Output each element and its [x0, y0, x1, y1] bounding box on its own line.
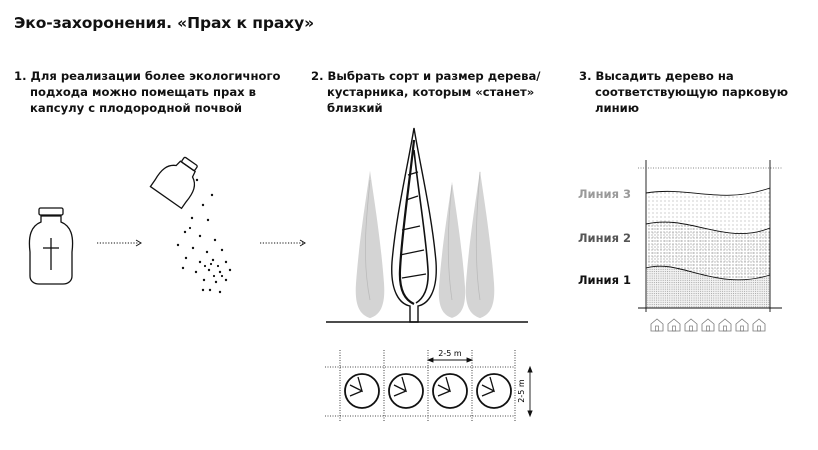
house-icon: [684, 318, 698, 332]
step-1-line-2: подхода можно помещать прах в: [30, 85, 257, 99]
park-zones: [638, 160, 782, 312]
house-icon: [735, 318, 749, 332]
planting-grid: [325, 350, 516, 422]
house-icon: [650, 318, 664, 332]
step-2-caption: 2. Выбрать сорт и размер дерева/ кустарн…: [311, 68, 561, 116]
dimension-vertical: [527, 365, 533, 418]
step-2-line-2: кустарника, которым «станет»: [327, 85, 535, 99]
house-icon: [752, 318, 766, 332]
cypress-tree-icon: [391, 127, 437, 323]
step-2-line-3: близкий: [327, 101, 383, 115]
houses-row: [650, 318, 766, 332]
house-icon: [718, 318, 732, 332]
step-3-line-1: 3. Высадить дерево на: [579, 69, 734, 83]
step-1-line-3: капсулу с плодородной почвой: [30, 101, 243, 115]
soil-particles: [176, 178, 232, 294]
step-3-caption: 3. Высадить дерево на соответствующую па…: [579, 68, 815, 116]
step-3-line-2: соответствующую парковую линию: [595, 85, 789, 115]
park-line-2-label: Линия 2: [578, 231, 631, 245]
page-title: Эко-захоронения. «Прах к праху»: [14, 14, 314, 32]
park-line-3-label: Линия 3: [578, 187, 631, 201]
dimension-vertical-label: 2-5 m: [517, 379, 526, 403]
step-1-line-1: 1. Для реализации более экологичного: [14, 69, 281, 83]
dimension-horizontal-label: 2-5 m: [438, 349, 462, 358]
urn-with-cross-icon: [28, 207, 74, 285]
step-2-line-1: 2. Выбрать сорт и размер дерева/: [311, 69, 541, 83]
dimension-horizontal: [426, 357, 474, 363]
park-line-1-label: Линия 1: [578, 273, 631, 287]
arrow-step-2: [260, 239, 306, 247]
house-icon: [701, 318, 715, 332]
arrow-step-1: [97, 239, 142, 247]
pouring-capsule-icon: [149, 156, 198, 210]
house-icon: [667, 318, 681, 332]
step-1-caption: 1. Для реализации более экологичного под…: [14, 68, 294, 116]
